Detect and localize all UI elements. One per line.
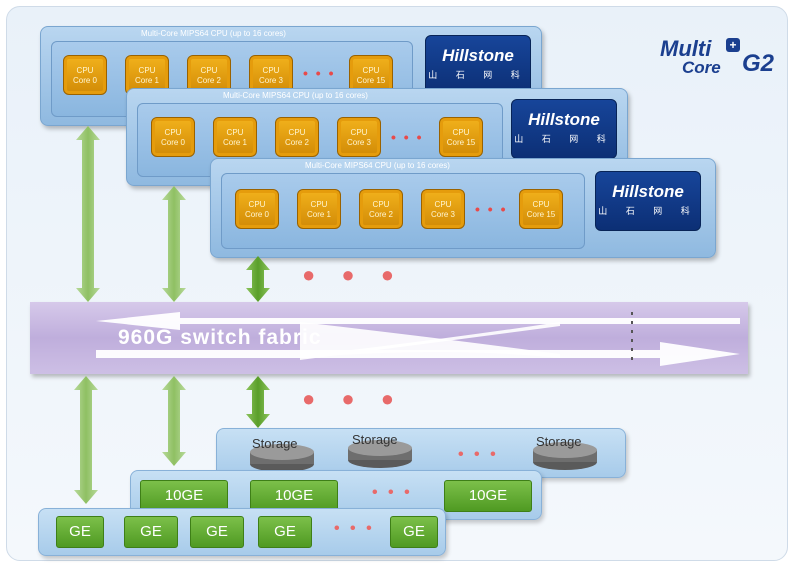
cpu-board-2: Multi-Core MIPS64 CPU (up to 16 cores) C… [126,88,628,186]
core-ellipsis: • • • [391,129,424,145]
storage-label: Storage [536,434,582,449]
tenge-port: 10GE [140,480,228,512]
storage-label: Storage [252,436,298,451]
board-title: Multi-Core MIPS64 CPU (up to 16 cores) [223,91,368,100]
tenge-port: 10GE [444,480,532,512]
core-ellipsis: • • • [303,65,336,81]
storage-ellipsis: • • • [458,446,499,463]
ge-port: GE [56,516,104,548]
logo-line2: Core [682,58,721,77]
cpu-board-3: Multi-Core MIPS64 CPU (up to 16 cores) C… [210,158,716,258]
plus-icon: + [726,38,740,52]
logo-gen: G2 [742,50,775,77]
board-title: Multi-Core MIPS64 CPU (up to 16 cores) [305,161,450,170]
fabric-label: 960G switch fabric [118,326,322,349]
storage-label: Storage [352,432,398,447]
ge-port: GE [190,516,244,548]
ge-port: GE [124,516,178,548]
board-title: Multi-Core MIPS64 CPU (up to 16 cores) [141,29,286,38]
io-ellipsis: ● ● ● [302,386,405,411]
ge-ellipsis: • • • [334,520,375,537]
logo-line1: Multi [660,36,712,61]
tenge-ellipsis: • • • [372,484,413,501]
ge-port: GE [390,516,438,548]
ge-port: GE [258,516,312,548]
core-ellipsis: • • • [475,201,508,217]
cpu-board-ellipsis: ● ● ● [302,262,405,287]
